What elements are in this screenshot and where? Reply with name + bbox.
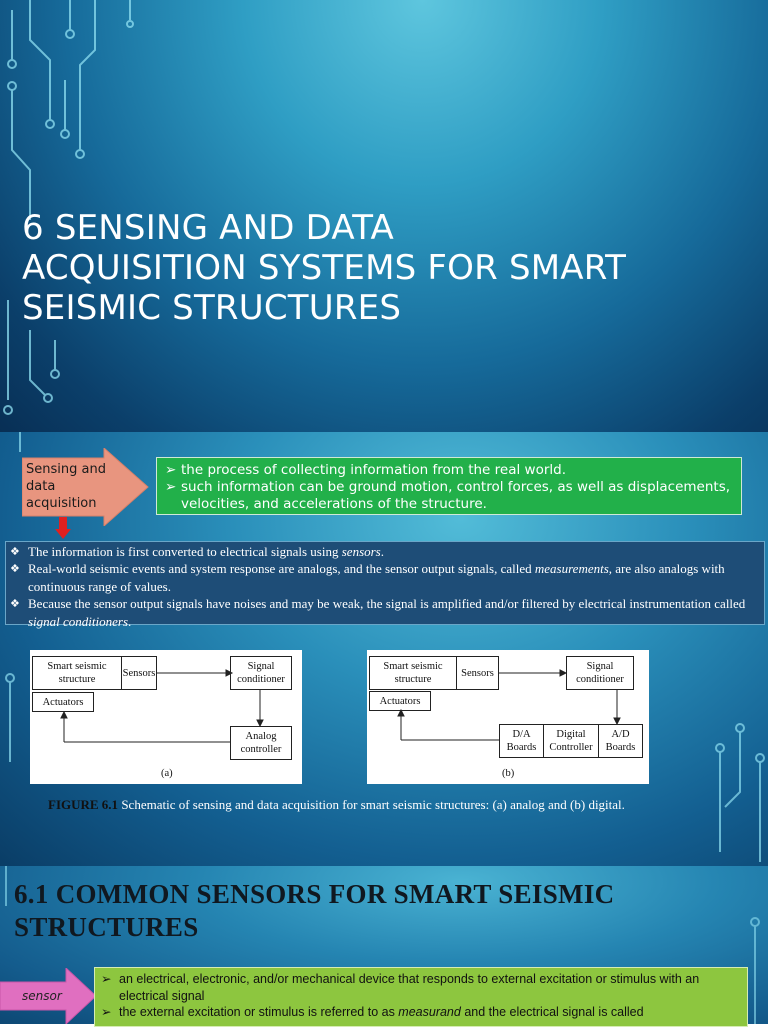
section-title: 6.1 COMMON SENSORS FOR SMART SEISMIC STR… [14,878,754,944]
diamond-bullet-icon: ❖ [10,545,20,558]
section-title-line-1: 6.1 COMMON SENSORS FOR SMART SEISMIC [14,879,615,909]
red-down-arrow-icon [55,517,71,539]
analog-diagram-connectors [60,669,264,743]
definition-box: ➢ the process of collecting information … [156,457,742,515]
info-item: ❖ Real-world seismic events and system r… [10,561,725,594]
sensor-label-text: sensor [22,989,62,1003]
sensing-arrow-label: Sensing and data acquisition [22,448,150,526]
figure-number: FIGURE 6.1 [48,797,119,812]
smart-structure-box: Smart seismic structure [369,656,457,690]
sensors-box: Sensors [121,656,157,690]
arrow-bullet-icon: ➢ [101,1005,112,1019]
title-slide: 6 SENSING AND DATA ACQUISITION SYSTEMS F… [0,0,768,432]
sensor-definition-item: ➢ an electrical, electronic, and/or mech… [101,972,700,1003]
analog-controller-box: Analog controller [230,726,292,760]
circuit-decoration-3 [5,866,760,1024]
figure-caption-text: Schematic of sensing and data acquisitio… [118,797,625,812]
slide-title: 6 SENSING AND DATA ACQUISITION SYSTEMS F… [22,208,752,328]
definition-item: ➢ such information can be ground motion,… [165,479,731,512]
arrow-bullet-icon: ➢ [101,972,112,986]
salmon-arrow-shape [22,448,149,526]
pink-arrow-shape [0,968,97,1024]
digital-diagram-connectors [397,669,621,741]
info-item: ❖ Because the sensor output signals have… [10,596,746,629]
arrow-bullet-icon: ➢ [165,479,177,495]
figure-digital: Smart seismic structure Sensors Actuator… [367,650,649,784]
signal-conditioner-box: Signal conditioner [230,656,292,690]
ad-boards-box: A/D Boards [598,724,643,758]
arrow-bullet-icon: ➢ [165,462,177,478]
title-line-3: SEISMIC STRUCTURES [22,288,402,328]
sensor-definition-box: ➢ an electrical, electronic, and/or mech… [94,967,748,1027]
title-line-2: ACQUISITION SYSTEMS FOR SMART [22,248,627,288]
figure-analog: Smart seismic structure Sensors Actuator… [30,650,302,784]
circuit-decoration [3,0,134,415]
info-item: ❖ The information is first converted to … [10,544,384,559]
section-title-line-2: STRUCTURES [14,912,199,942]
sensor-arrow-label: sensor [0,968,98,1024]
signal-conditioner-box: Signal conditioner [566,656,634,690]
actuators-box: Actuators [32,692,94,712]
sensing-label-text: Sensing and data acquisition [26,462,106,511]
digital-controller-box: Digital Controller [543,724,599,758]
sensor-definition-item: ➢ the external excitation or stimulus is… [101,1005,644,1019]
definition-item: ➢ the process of collecting information … [165,462,566,478]
da-boards-box: D/A Boards [499,724,544,758]
diamond-bullet-icon: ❖ [10,597,20,611]
info-box: ❖ The information is first converted to … [5,541,765,629]
figure-a-label: (a) [161,768,173,779]
title-line-1: 6 SENSING AND DATA [22,208,395,248]
actuators-box: Actuators [369,691,431,711]
figure-caption: FIGURE 6.1 Schematic of sensing and data… [48,797,748,813]
sensors-box: Sensors [456,656,499,690]
smart-structure-box: Smart seismic structure [32,656,122,690]
figure-b-label: (b) [502,768,515,779]
diamond-bullet-icon: ❖ [10,562,20,576]
circuit-decoration-2 [5,432,765,862]
